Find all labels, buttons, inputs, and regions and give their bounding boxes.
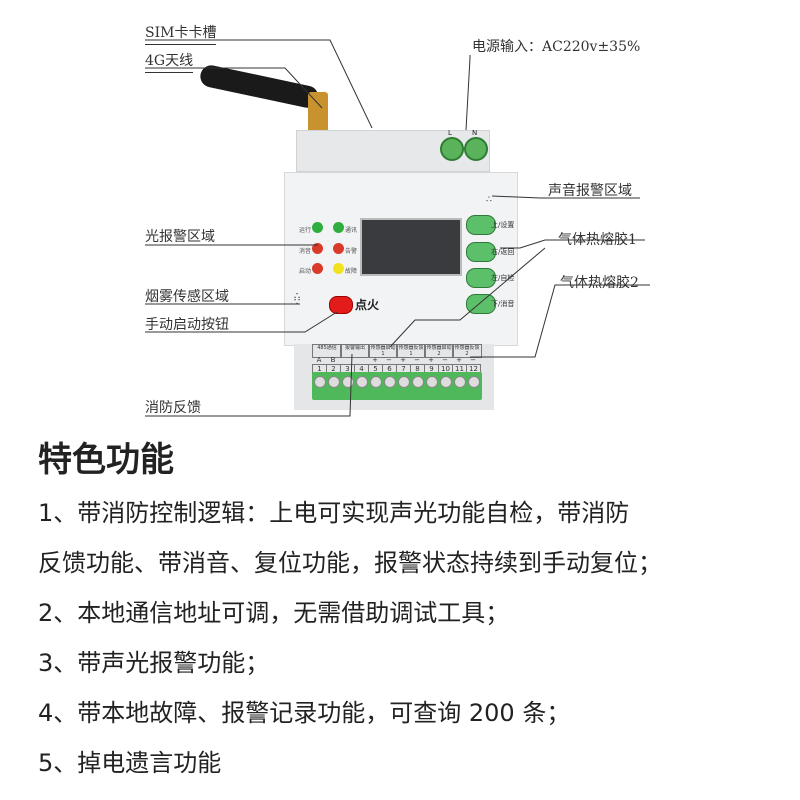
terminal-screw [314,376,326,388]
terminal-sign: + [400,356,406,364]
speaker-holes: ∴ [486,195,492,205]
callout-light-alarm: 光报警区域 [145,229,215,245]
led-comm [333,222,344,233]
terminal-screw [412,376,424,388]
antenna-base [308,92,328,134]
terminal-screw [328,376,340,388]
terminal-sign: + [456,356,462,364]
button-label: 右/返回 [491,248,515,256]
feature-item: 5、掉电遗言功能 [38,749,222,777]
terminal-sign: A [316,356,322,364]
button-label: 左/自检 [491,274,515,282]
led-label: 启动 [299,268,312,275]
callout-smoke-sensor: 烟雾传感区域 [145,289,229,305]
led-label: 通讯 [345,227,358,234]
callout-gas-glue-1: 气体热熔胶1 [558,232,637,248]
terminal-sign: − [442,356,448,364]
button-label: 上/设置 [491,221,515,229]
feature-item: 4、带本地故障、报警记录功能，可查询 200 条； [38,699,571,727]
terminal-sign: − [414,356,420,364]
callout-sound-alarm: 声音报警区域 [548,183,632,199]
terminal-n-label: N [472,129,478,137]
power-terminal-block: L N [440,129,488,161]
led-fault [333,263,344,274]
callout-manual-button: 手动启动按钮 [145,317,229,333]
terminal-group-label: 传感器启动2 [424,344,454,358]
right-back-button[interactable] [466,242,496,262]
terminal-screw [384,376,396,388]
callout-fire-feedback: 消防反馈 [145,400,201,416]
button-label: 下/消音 [491,300,515,308]
feature-item: 2、本地通信地址可调，无需借助调试工具； [38,599,510,627]
terminal-l-label: L [448,129,452,137]
callout-4g-antenna: 4G天线 [145,50,194,73]
terminal-sign: − [386,356,392,364]
callout-sim-slot: SIM卡卡槽 [145,22,217,45]
terminal-screw [426,376,438,388]
terminal-screw [398,376,410,388]
callout-lines [145,39,650,417]
callout-gas-glue-2: 气体热熔胶2 [560,275,639,291]
terminal-group-label: 485通信 [312,344,342,358]
led-alarm [333,243,344,254]
led-label: 告警 [345,248,358,255]
terminal-group-label: 传感器启动1 [368,344,398,358]
terminal-group-label: 传感器反馈2 [452,344,482,358]
led-mute [312,243,323,254]
fire-button-label: 点火 [355,298,380,312]
led-start [312,263,323,274]
terminal-screw [370,376,382,388]
feature-item: 1、带消防控制逻辑：上电可实现声光功能自检，带消防 [38,499,630,527]
feature-item: 3、带声光报警功能； [38,649,270,677]
terminal-group-label: 报警输出 [340,344,370,358]
lcd-screen [360,218,462,276]
terminal-screw [468,376,480,388]
terminal-sign: B [330,356,336,364]
led-label: 运行 [299,227,312,234]
terminal-sign: − [470,356,476,364]
led-run [312,222,323,233]
terminal-block [312,372,482,400]
terminal-sign: + [372,356,378,364]
fire-button[interactable] [329,296,353,314]
left-selftest-button[interactable] [466,268,496,288]
feature-item: 反馈功能、带消音、复位功能，报警状态持续到手动复位； [38,549,662,577]
led-label: 消音 [299,248,312,255]
terminal-sign: + [428,356,434,364]
callout-power-input: 电源输入：AC220v±35% [472,39,641,55]
terminal-group-label: 传感器反馈1 [396,344,426,358]
features-title: 特色功能 [38,440,174,480]
up-set-button[interactable] [466,215,496,235]
terminal-screw [440,376,452,388]
terminal-screw [454,376,466,388]
terminal-screw [356,376,368,388]
smoke-sensor-holes: ∴∵ [294,291,301,308]
led-label: 故障 [345,268,358,275]
